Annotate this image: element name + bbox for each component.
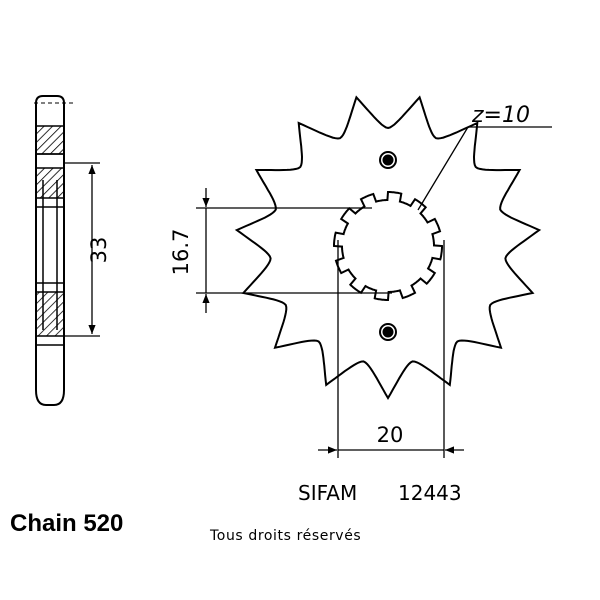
brand-label: SIFAM	[298, 481, 357, 505]
dimension-label-33: 33	[87, 237, 111, 264]
copyright-notice: Tous droits réservés	[210, 528, 362, 544]
bolt-hole-bottom-inner	[382, 326, 394, 338]
leader-line	[417, 126, 469, 211]
teeth-count-leader	[417, 126, 552, 211]
dimension-label-16-7: 16.7	[169, 229, 193, 276]
side-profile-view	[34, 95, 76, 406]
spline-hub-outline	[333, 191, 443, 301]
hatch-section-upper	[35, 167, 65, 199]
profile-outline	[35, 95, 65, 406]
bolt-hole-top-inner	[382, 154, 394, 166]
dimension-label-20: 20	[377, 423, 404, 447]
part-number-label: 12443	[398, 481, 462, 505]
dimension-spline-width	[318, 240, 464, 458]
sprocket-front-view	[234, 95, 542, 400]
bolt-hole-top	[379, 151, 397, 169]
hatch-section-top	[35, 125, 65, 155]
teeth-count-label: z=10	[471, 103, 530, 128]
bolt-hole-bottom	[379, 323, 397, 341]
dimension-thickness	[64, 162, 100, 337]
chain-size-label: Chain 520	[10, 510, 124, 537]
dimension-spline-height	[196, 188, 392, 313]
sprocket-teeth-outline	[234, 95, 542, 400]
hatch-section-lower	[35, 291, 65, 337]
